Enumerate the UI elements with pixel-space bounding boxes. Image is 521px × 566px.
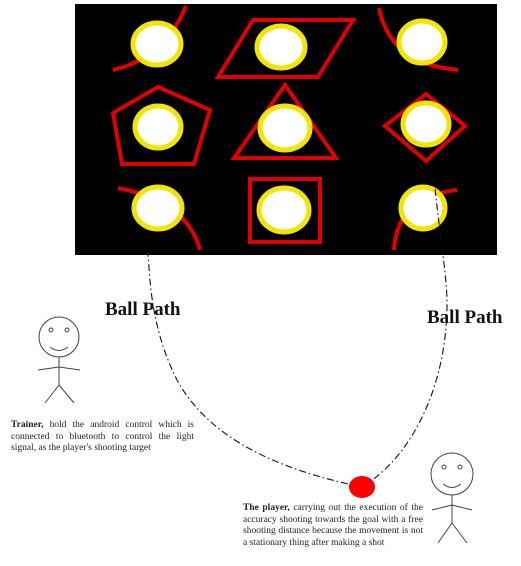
trainer-caption: Trainer, hold the android control which … [11, 420, 194, 455]
trainer-name: Trainer, [11, 420, 43, 430]
light-targets [133, 21, 449, 232]
target-light-5 [260, 106, 310, 150]
target-light-4 [135, 106, 181, 148]
player-name: The player, [243, 503, 290, 513]
player-figure [431, 453, 473, 543]
target-light-8 [259, 188, 309, 232]
trainer-figure [38, 317, 80, 403]
player-caption: The player, carrying out the execution o… [243, 503, 423, 549]
ball-path-label-right: Ball Path [427, 307, 502, 329]
target-light-6 [403, 103, 449, 145]
target-light-3 [399, 21, 445, 63]
target-light-1 [133, 23, 181, 65]
ball [349, 476, 375, 498]
target-light-2 [257, 26, 305, 68]
ball-path-label-left: Ball Path [105, 299, 180, 321]
target-light-7 [134, 187, 182, 229]
